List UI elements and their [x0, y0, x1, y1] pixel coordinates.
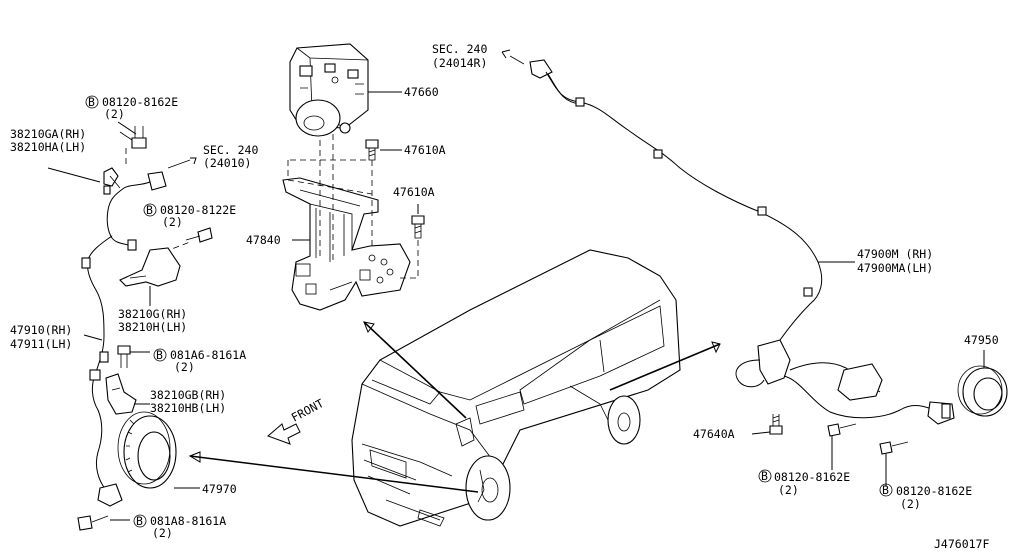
- callout-b5: B 08120-8162E (2): [758, 469, 850, 497]
- bolt-b3-code: 081A6-8161A: [170, 348, 246, 362]
- bolt-b2-code: 08120-8122E: [160, 203, 236, 217]
- bolt-b4-code: 081A8-8161A: [150, 514, 226, 528]
- vehicle-van: [351, 249, 681, 527]
- bolt-symbol-b3: B: [156, 348, 163, 362]
- rear-sensor-harness: [529, 59, 955, 425]
- pointer-arrows: [188, 321, 721, 493]
- sec-ref-left-title: SEC. 240: [203, 143, 258, 157]
- label-38210h-lh: 38210H(LH): [118, 320, 187, 334]
- abs-actuator-unit: [289, 43, 369, 137]
- label-47900-lh: 47900MA(LH): [857, 261, 933, 275]
- callout-b3: B 081A6-8161A (2): [153, 348, 246, 374]
- callout-b1: B 08120-8162E (2): [85, 95, 178, 121]
- label-47900-rh: 47900M (RH): [857, 247, 933, 261]
- front-label: FRONT: [289, 396, 326, 425]
- front-sensor-rotor: [117, 411, 177, 489]
- bolt-b6-code: 08120-8162E: [896, 484, 972, 498]
- bolt-rear-1: [827, 423, 857, 437]
- bolt-47640a: [769, 414, 783, 435]
- label-38210g-rh: 38210G(RH): [118, 307, 187, 321]
- bolt-47610a-upper: [365, 139, 379, 161]
- callout-b6: B 08120-8162E (2): [879, 483, 972, 511]
- label-38210ha-lh: 38210HA(LH): [10, 140, 86, 154]
- label-47950: 47950: [964, 333, 999, 347]
- bolt-b3: [117, 345, 131, 368]
- label-47610a-upper: 47610A: [404, 143, 446, 157]
- label-38210gb-rh: 38210GB(RH): [150, 388, 226, 402]
- bolt-b5-qty: (2): [778, 483, 799, 497]
- label-38210ga-rh: 38210GA(RH): [10, 127, 86, 141]
- bolt-symbol-b2: B: [146, 203, 153, 217]
- bolt-b4: [77, 515, 109, 531]
- diagram-id: J476017F: [934, 537, 989, 551]
- bolt-symbol-b5: B: [761, 469, 768, 483]
- bracket-38210ga: [103, 167, 121, 189]
- front-direction-indicator: FRONT: [267, 396, 326, 445]
- label-47840: 47840: [246, 233, 281, 247]
- bolt-b4-qty: (2): [152, 526, 173, 540]
- bolt-b3-qty: (2): [174, 360, 195, 374]
- bolt-symbol-b1: B: [88, 95, 95, 109]
- bolt-b1-qty: (2): [104, 107, 125, 121]
- bolt-symbol-b6: B: [882, 483, 889, 497]
- rear-sensor-rotor: [957, 365, 1008, 417]
- label-47660: 47660: [404, 85, 439, 99]
- bolt-47610a-lower: [411, 215, 425, 239]
- bolt-b1-code: 08120-8162E: [102, 95, 178, 109]
- sec-arrow-upper: [501, 49, 511, 59]
- bolt-b1: [131, 126, 147, 149]
- assembly-guide-lines: [287, 134, 419, 279]
- label-47910-rh: 47910(RH): [10, 323, 72, 337]
- callout-b2: B 08120-8122E (2): [143, 203, 236, 229]
- bolt-symbol-b4: B: [136, 514, 143, 528]
- sec-ref-upper-title: SEC. 240: [432, 42, 487, 56]
- bracket-38210gb: [105, 373, 137, 415]
- bracket-38210g: [119, 247, 181, 287]
- label-38210hb-lh: 38210HB(LH): [150, 401, 226, 415]
- bolt-b2-qty: (2): [162, 215, 183, 229]
- actuator-bracket: [282, 177, 411, 311]
- label-47911-lh: 47911(LH): [10, 337, 72, 351]
- sec-ref-upper-code: (24014R): [432, 56, 487, 70]
- label-47610a-lower: 47610A: [393, 185, 435, 199]
- bolt-rear-2: [879, 441, 909, 455]
- front-sensor-harness: [81, 171, 167, 507]
- bolt-b6-qty: (2): [900, 497, 921, 511]
- label-47640a: 47640A: [693, 427, 735, 441]
- bolt-b2: [185, 227, 213, 243]
- label-47970: 47970: [202, 482, 237, 496]
- callout-b4: B 081A8-8161A (2): [133, 514, 226, 540]
- sec-arrow-left: [167, 157, 197, 169]
- bolt-b5-code: 08120-8162E: [774, 470, 850, 484]
- sec-ref-left-code: (24010): [203, 156, 251, 170]
